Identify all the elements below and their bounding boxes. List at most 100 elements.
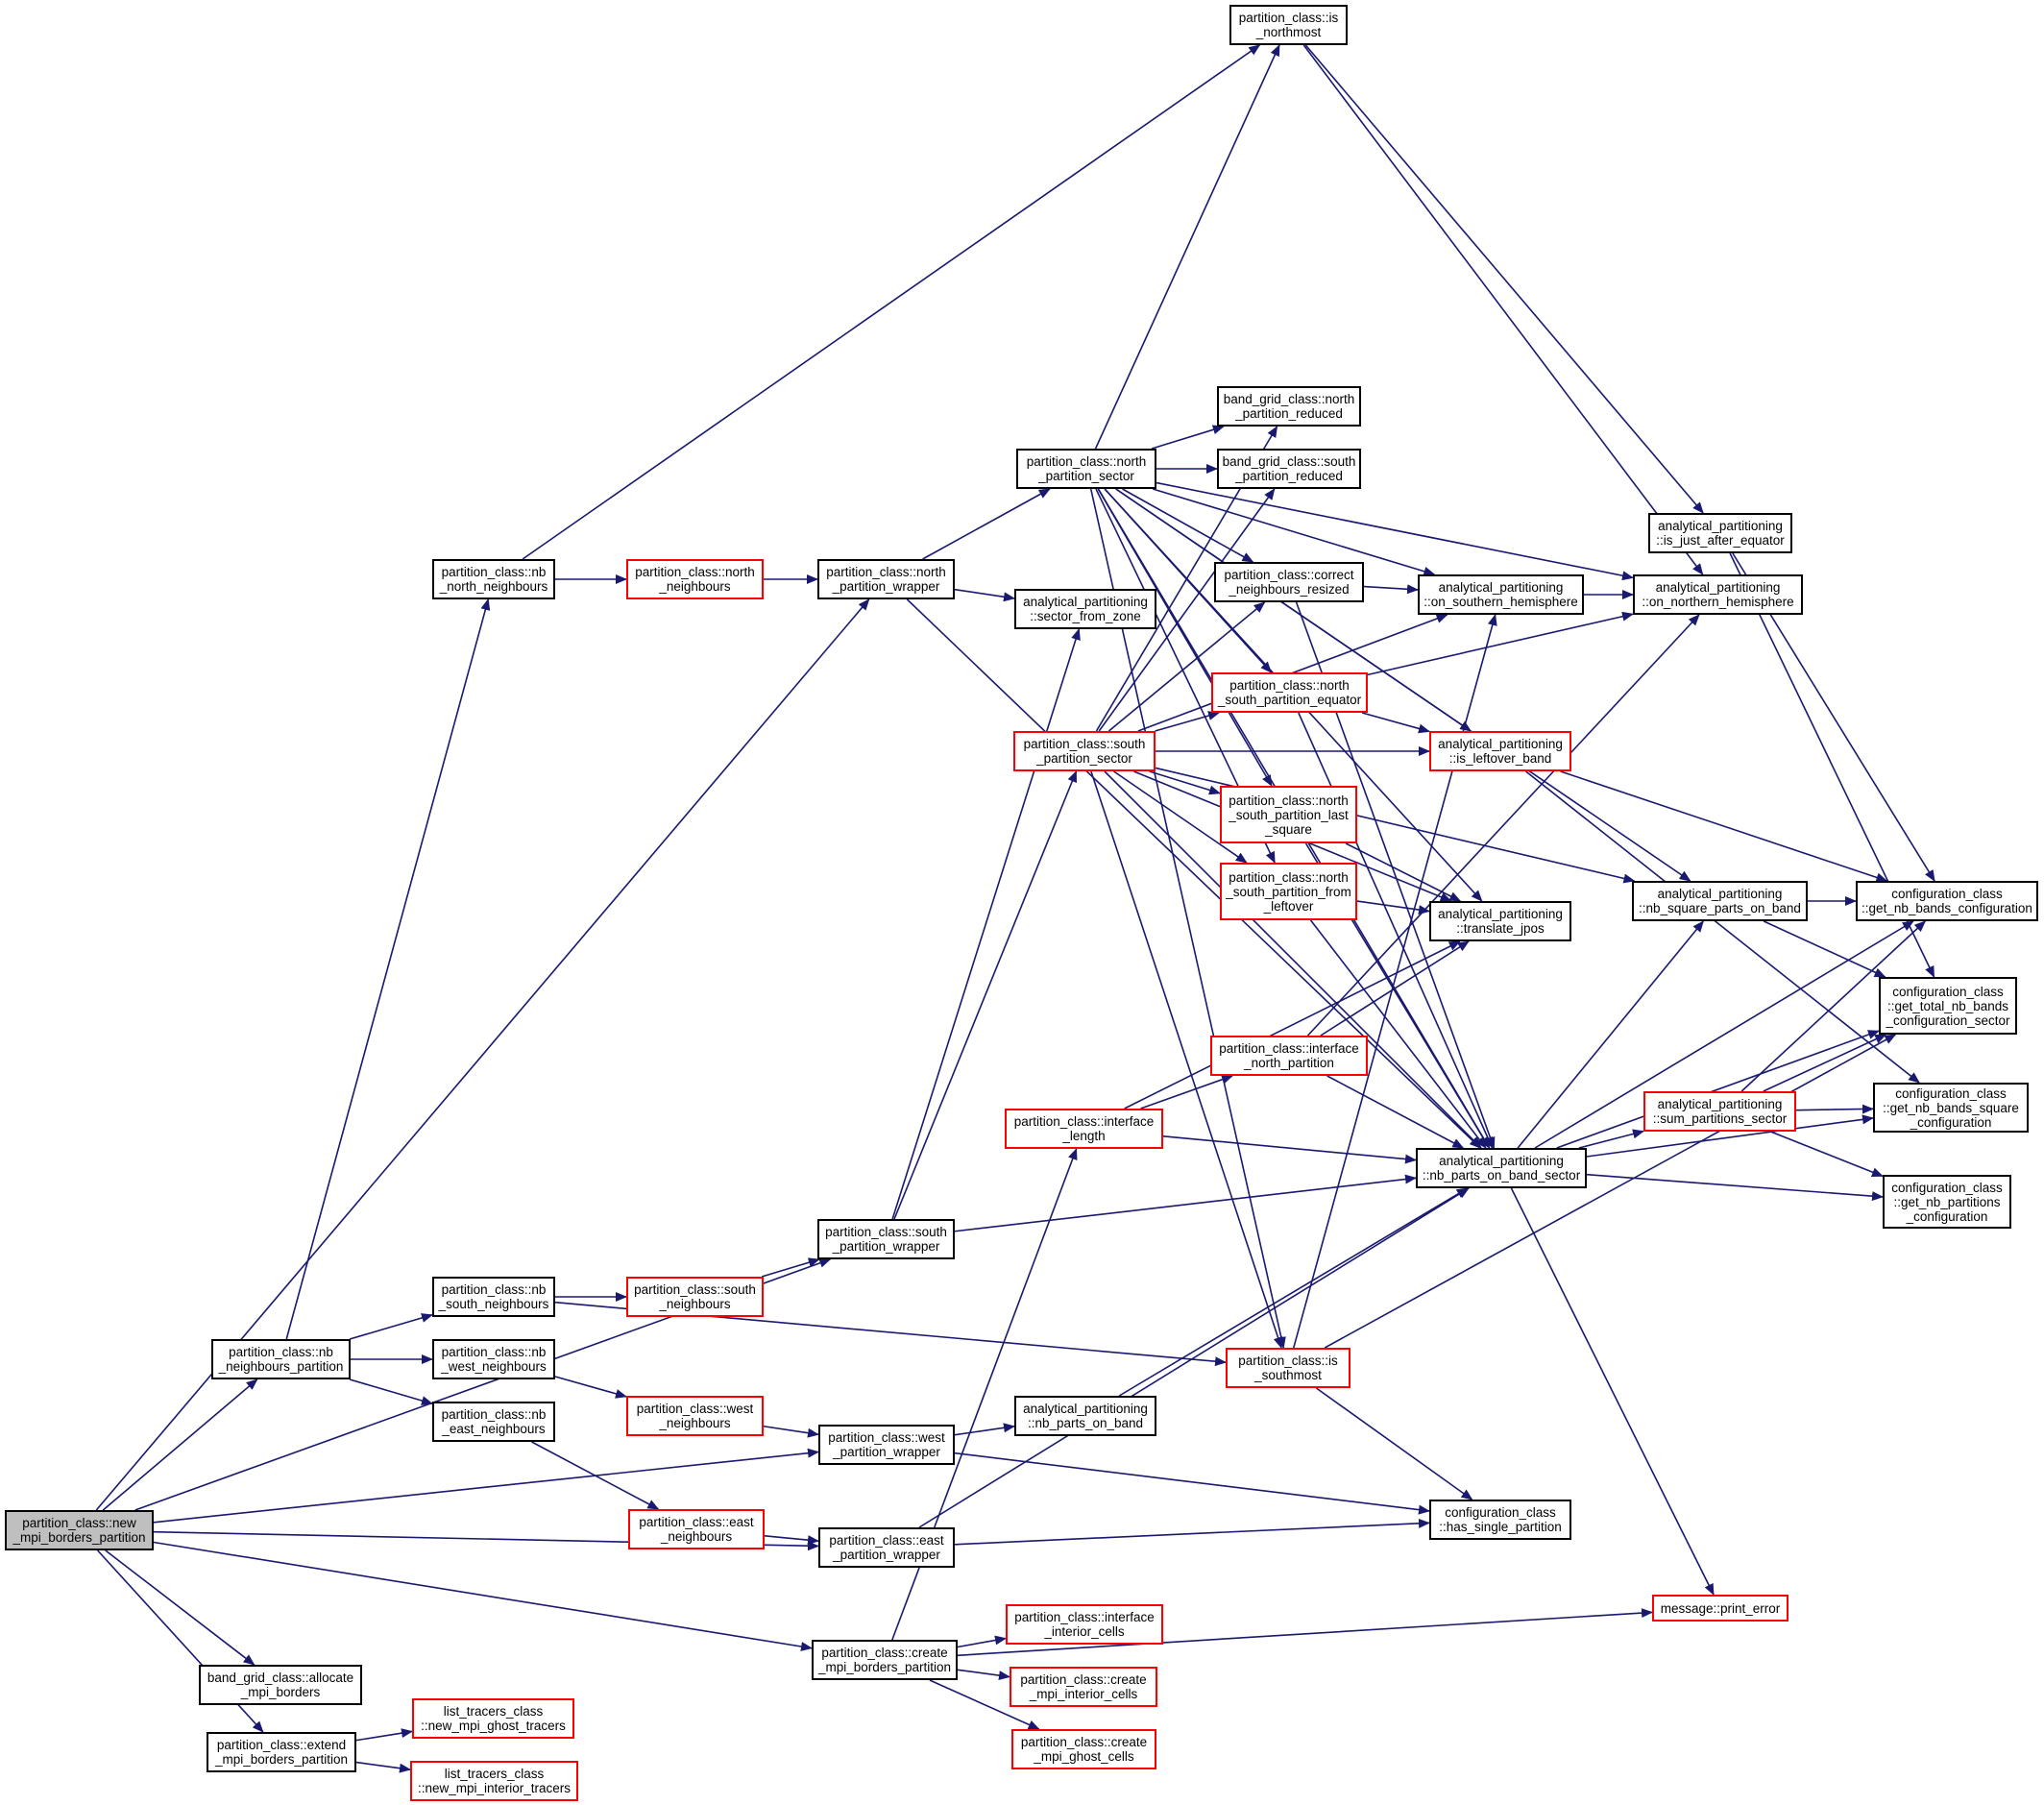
graph-node-on-southern[interactable]: analytical_partitioning ::on_southern_he… xyxy=(1418,574,1584,615)
graph-node-is-leftover[interactable]: analytical_partitioning ::is_leftover_ba… xyxy=(1429,731,1571,771)
call-edge-south_sector-to-correct_neigh xyxy=(1107,601,1266,732)
call-edge-extend_mpi-to-new_interior_tracers xyxy=(355,1761,411,1773)
graph-node-interface-length[interactable]: partition_class::interface _length xyxy=(1005,1109,1163,1149)
graph-node-sum-partitions[interactable]: analytical_partitioning ::sum_partitions… xyxy=(1643,1091,1796,1132)
call-edge-south_sector-to-band_south_red xyxy=(1098,488,1276,732)
call-edge-north_wrapper-to-north_sector xyxy=(922,488,1051,560)
graph-node-nb-square-parts[interactable]: analytical_partitioning ::nb_square_part… xyxy=(1632,881,1808,921)
call-edge-ns_equator-to-nb_parts_on_band_sector xyxy=(1298,712,1494,1149)
graph-node-get-nb-bands-square[interactable]: configuration_class ::get_nb_bands_squar… xyxy=(1873,1083,2029,1133)
graph-node-print-error[interactable]: message::print_error xyxy=(1652,1595,1788,1622)
graph-node-south-neigh[interactable]: partition_class::south _neighbours xyxy=(626,1277,764,1317)
call-edge-is_northmost-to-on_northern xyxy=(1302,44,1704,575)
call-edge-ns_last_square-to-translate_jpos xyxy=(1345,842,1462,902)
graph-node-north-wrapper[interactable]: partition_class::north _partition_wrappe… xyxy=(817,559,955,599)
graph-node-nb-neigh-partition[interactable]: partition_class::nb _neighbours_partitio… xyxy=(211,1339,351,1379)
call-edge-create_mpi_borders-to-print_error xyxy=(957,1608,1653,1657)
graph-node-band-allocate[interactable]: band_grid_class::allocate _mpi_borders xyxy=(199,1665,362,1705)
call-edge-interface_north-to-on_northern xyxy=(1306,614,1700,1037)
graph-node-nb-parts-on-band[interactable]: analytical_partitioning ::nb_parts_on_ba… xyxy=(1014,1396,1156,1436)
graph-node-east-neigh[interactable]: partition_class::east _neighbours xyxy=(628,1509,765,1549)
call-edge-south_wrapper-to-south_sector xyxy=(893,770,1078,1220)
graph-node-east-wrapper[interactable]: partition_class::east _partition_wrapper xyxy=(818,1527,955,1568)
call-edge-north_sector-to-nb_square_parts xyxy=(1115,488,1691,882)
call-edge-create_mpi_borders-to-create_ghost xyxy=(929,1679,1040,1730)
graph-node-get-nb-bands[interactable]: configuration_class ::get_nb_bands_confi… xyxy=(1856,881,2038,921)
graph-node-nb-north[interactable]: partition_class::nb _north_neighbours xyxy=(432,559,555,599)
call-edge-interface_north-to-nb_parts_on_band_sector xyxy=(1326,1075,1465,1149)
call-edge-extend_mpi-to-new_ghost_tracers xyxy=(355,1728,413,1742)
call-edge-south_wrapper-to-sector_from_zone xyxy=(891,628,1081,1220)
graph-node-nb-east[interactable]: partition_class::nb _east_neighbours xyxy=(432,1402,555,1442)
call-edge-nb_parts_on_band_sector-to-get_total_nb_bands xyxy=(1556,1030,1880,1149)
graph-node-north-neigh[interactable]: partition_class::north _neighbours xyxy=(626,559,764,599)
graph-node-translate-jpos[interactable]: analytical_partitioning ::translate_jpos xyxy=(1429,901,1571,941)
call-edge-correct_neigh-to-on_southern xyxy=(1363,584,1419,595)
call-edge-sum_partitions-to-get_total_nb_bands xyxy=(1763,1034,1887,1092)
call-edge-nb_parts_on_band_sector-to-sum_partitions xyxy=(1578,1129,1644,1149)
graph-node-create-ghost[interactable]: partition_class::create _mpi_ghost_cells xyxy=(1011,1729,1156,1769)
graph-node-root[interactable]: partition_class::new _mpi_borders_partit… xyxy=(5,1510,154,1550)
graph-node-ns-from-leftover[interactable]: partition_class::north _south_partition_… xyxy=(1220,863,1357,920)
graph-node-interface-interior[interactable]: partition_class::interface _interior_cel… xyxy=(1006,1604,1163,1645)
graph-node-sector-from-zone[interactable]: analytical_partitioning ::sector_from_zo… xyxy=(1014,589,1156,629)
call-edge-is_leftover-to-get_nb_bands_square xyxy=(1525,770,1920,1084)
call-edge-south_wrapper-to-nb_parts_on_band_sector xyxy=(954,1174,1417,1232)
call-edge-root-to-nb_neigh_partition xyxy=(102,1378,258,1511)
graph-node-on-northern[interactable]: analytical_partitioning ::on_northern_he… xyxy=(1633,574,1803,615)
graph-node-get-total-nb-bands[interactable]: configuration_class ::get_total_nb_bands… xyxy=(1879,977,2017,1035)
graph-node-nb-parts-on-band-sector[interactable]: analytical_partitioning ::nb_parts_on_ba… xyxy=(1416,1148,1587,1188)
call-edge-east_neigh-to-east_wrapper xyxy=(764,1535,819,1546)
call-edge-north_sector-to-is_southmost xyxy=(1089,488,1286,1349)
call-edge-sum_partitions-to-get_nb_bands_square xyxy=(1795,1104,1874,1114)
call-edge-ns_from_leftover-to-translate_jpos xyxy=(1356,900,1430,915)
graph-node-new-ghost-tracers[interactable]: list_tracers_class ::new_mpi_ghost_trace… xyxy=(412,1698,574,1739)
call-edge-nb_west-to-west_neigh xyxy=(554,1376,627,1399)
graph-node-ns-last-square[interactable]: partition_class::north _south_partition_… xyxy=(1220,786,1357,843)
graph-node-new-interior-tracers[interactable]: list_tracers_class ::new_mpi_interior_tr… xyxy=(410,1761,578,1801)
call-edge-north_sector-to-band_north_red xyxy=(1151,425,1225,450)
graph-node-extend-mpi[interactable]: partition_class::extend _mpi_borders_par… xyxy=(207,1732,356,1772)
call-edge-nb_parts_on_band_sector-to-get_nb_bands xyxy=(1534,920,1914,1149)
graph-node-west-wrapper[interactable]: partition_class::west _partition_wrapper xyxy=(818,1425,955,1465)
call-edge-north_sector-to-on_southern xyxy=(1152,488,1436,576)
graph-node-correct-neigh[interactable]: partition_class::correct _neighbours_res… xyxy=(1214,562,1364,602)
call-edge-ns_equator-to-on_northern xyxy=(1367,611,1634,676)
call-edge-nb_neigh_partition-to-nb_north xyxy=(285,598,491,1340)
graph-node-is-southmost[interactable]: partition_class::is _southmost xyxy=(1226,1348,1350,1388)
call-edge-root-to-band_allocate xyxy=(105,1549,256,1666)
graph-node-band-north-red[interactable]: band_grid_class::north _partition_reduce… xyxy=(1217,386,1361,427)
graph-node-band-south-red[interactable]: band_grid_class::south _partition_reduce… xyxy=(1217,449,1361,489)
call-edge-south_sector-to-ns_last_square xyxy=(1149,770,1221,795)
graph-node-get-nb-partitions[interactable]: configuration_class ::get_nb_partitions … xyxy=(1883,1175,2011,1229)
call-edge-south_sector-to-nb_parts_on_band_sector xyxy=(1104,770,1482,1149)
call-edge-north_sector-to-is_northmost xyxy=(1094,44,1280,450)
call-edge-create_mpi_borders-to-create_interior xyxy=(957,1669,1010,1681)
graph-node-west-neigh[interactable]: partition_class::west _neighbours xyxy=(626,1396,764,1436)
graph-node-nb-south[interactable]: partition_class::nb _south_neighbours xyxy=(432,1277,555,1317)
call-edge-is_southmost-to-on_southern xyxy=(1293,614,1497,1349)
graph-node-interface-north[interactable]: partition_class::interface _north_partit… xyxy=(1210,1036,1368,1076)
call-edge-ns_from_leftover-to-nb_parts_on_band_sector xyxy=(1309,919,1487,1149)
graph-node-south-sector[interactable]: partition_class::south _partition_sector xyxy=(1013,731,1156,771)
graph-node-has-single[interactable]: configuration_class ::has_single_partiti… xyxy=(1429,1500,1571,1540)
call-edge-nb_north-to-is_northmost xyxy=(522,44,1261,560)
graph-node-nb-west[interactable]: partition_class::nb _west_neighbours xyxy=(432,1339,555,1379)
call-edge-nb_neigh_partition-to-nb_east xyxy=(349,1378,433,1405)
graph-node-south-wrapper[interactable]: partition_class::south _partition_wrappe… xyxy=(817,1219,955,1259)
graph-node-create-mpi-borders[interactable]: partition_class::create _mpi_borders_par… xyxy=(812,1640,958,1680)
graph-node-create-interior[interactable]: partition_class::create _mpi_interior_ce… xyxy=(1010,1667,1157,1707)
call-edge-nb_parts_on_band_sector-to-nb_square_parts xyxy=(1517,920,1704,1149)
call-edge-south_neigh-to-south_wrapper xyxy=(761,1257,820,1278)
graph-node-ns-equator[interactable]: partition_class::north _south_partition_… xyxy=(1211,672,1368,713)
call-edge-east_wrapper-to-nb_parts_on_band_sector xyxy=(918,1187,1470,1528)
graph-node-is-northmost[interactable]: partition_class::is _northmost xyxy=(1229,5,1348,45)
call-edge-nb_parts_on_band_sector-to-get_nb_partitions xyxy=(1586,1173,1884,1202)
call-edge-is_southmost-to-get_total_nb_bands xyxy=(1324,1034,1897,1349)
graph-node-is-just-after-eq[interactable]: analytical_partitioning ::is_just_after_… xyxy=(1648,513,1792,553)
call-edge-nb_neigh_partition-to-nb_south xyxy=(349,1313,433,1340)
call-edge-sum_partitions-to-get_nb_bands xyxy=(1740,920,1927,1092)
call-edge-north_sector-to-on_northern xyxy=(1156,481,1634,581)
graph-node-north-sector[interactable]: partition_class::north _partition_sector xyxy=(1016,449,1156,489)
